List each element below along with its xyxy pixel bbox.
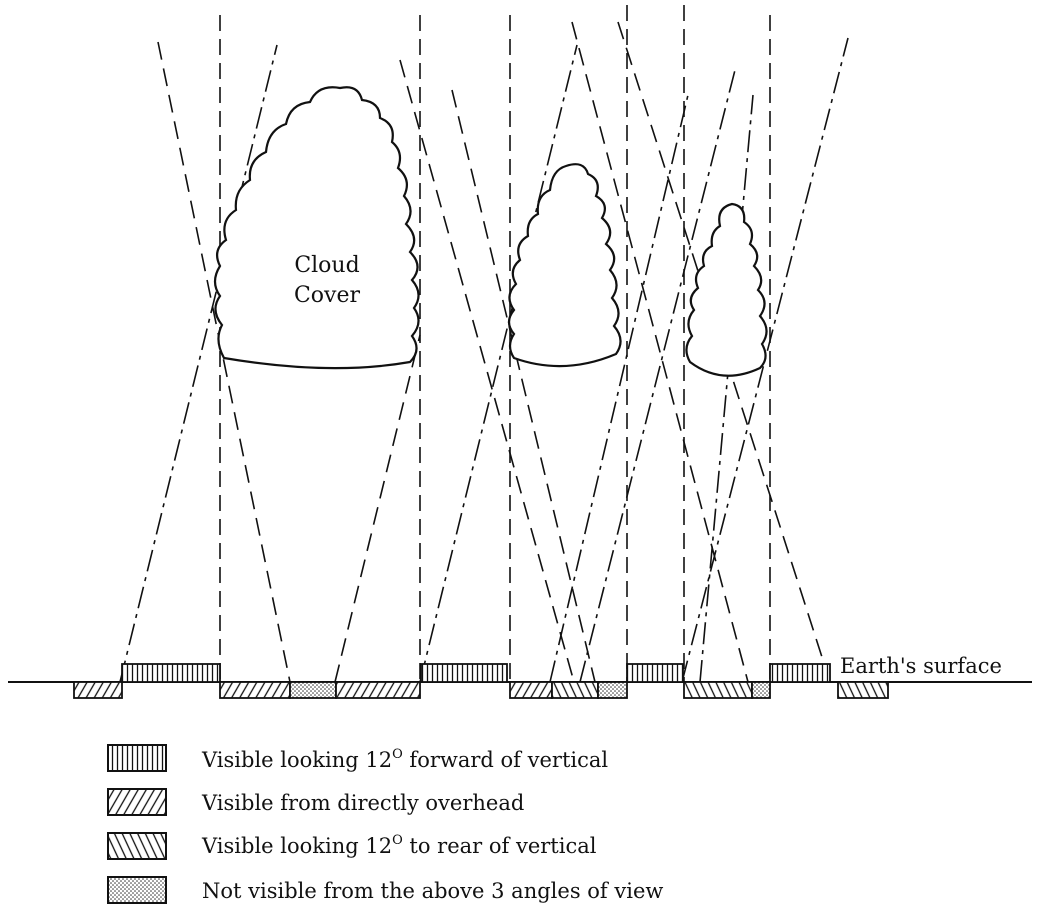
legend-swatch-back-diagonal-hatch — [107, 832, 167, 860]
cloud-small — [685, 202, 768, 377]
forward-visible-segment — [769, 663, 831, 683]
legend-swatch-forward-diagonal-hatch — [107, 788, 167, 816]
rear-sight-line — [334, 334, 421, 683]
not-visible-segment — [751, 681, 771, 699]
not-visible-segment — [597, 681, 628, 699]
not-visible-segment — [289, 681, 337, 699]
surface-visibility-bars — [73, 663, 889, 699]
legend-item-not-visible: Not visible from the above 3 angles of v… — [107, 876, 663, 904]
rear-visible-segment — [837, 681, 889, 699]
rear-sight-line — [617, 21, 831, 683]
cloud-label-line2: Cover — [294, 283, 361, 308]
overhead-visible-segment — [73, 681, 123, 699]
forward-sight-line — [549, 94, 689, 683]
rear-visible-segment — [551, 681, 599, 699]
legend-label-not-visible: Not visible from the above 3 angles of v… — [202, 879, 663, 903]
legend-label-forward: Visible looking 12O forward of vertical — [201, 747, 608, 772]
legend-item-forward: Visible looking 12O forward of vertical — [107, 744, 608, 772]
legend: Visible looking 12O forward of vertical … — [107, 744, 663, 904]
cloud-label-line1: Cloud — [294, 253, 359, 278]
forward-visible-segment — [626, 663, 684, 683]
legend-label-rear: Visible looking 12O to rear of vertical — [201, 833, 597, 858]
earth-surface-label: Earth's surface — [840, 654, 1002, 678]
overhead-visible-segment — [219, 681, 291, 699]
forward-visible-segment — [420, 663, 508, 683]
rear-sight-line — [571, 21, 749, 683]
clouds — [213, 86, 768, 377]
legend-label-overhead: Visible from directly overhead — [201, 791, 524, 815]
sight-lines — [119, 5, 849, 683]
rear-sight-line — [451, 89, 596, 683]
legend-swatch-vertical-hatch — [107, 744, 167, 772]
forward-sight-line — [699, 94, 754, 683]
cloud-medium — [507, 163, 622, 368]
overhead-visible-segment — [509, 681, 553, 699]
cloud-large — [213, 86, 420, 370]
rear-sight-line — [399, 59, 575, 683]
rear-visible-segment — [683, 681, 753, 699]
forward-sight-line — [119, 44, 278, 683]
legend-item-overhead: Visible from directly overhead — [107, 788, 524, 816]
forward-sight-line — [419, 44, 578, 683]
overhead-visible-segment — [335, 681, 421, 699]
legend-item-rear: Visible looking 12O to rear of vertical — [107, 832, 597, 860]
legend-swatch-dot-stipple — [107, 876, 167, 904]
forward-sight-line — [579, 69, 736, 683]
rear-sight-line — [157, 41, 291, 683]
forward-visible-segment — [121, 663, 221, 683]
